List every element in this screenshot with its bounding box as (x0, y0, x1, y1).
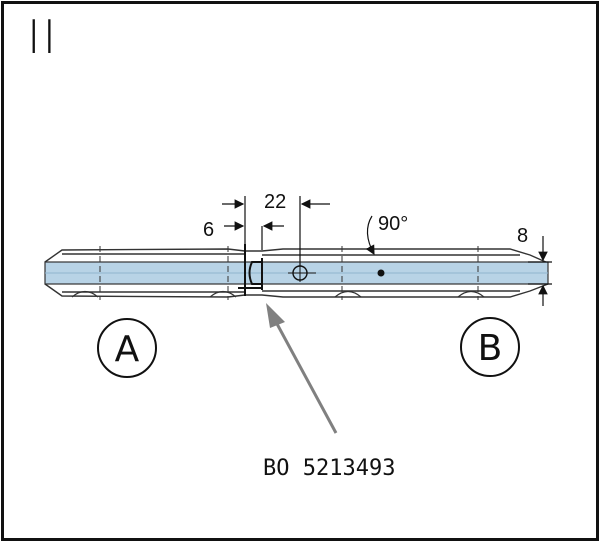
hinge-outline-bottom (44, 283, 549, 298)
dimension-6-label: 6 (203, 219, 214, 241)
dimension-6 (224, 196, 246, 250)
angle-label: 90° (378, 213, 408, 235)
callout-arrow (266, 303, 338, 434)
circle-a-label: A (115, 329, 140, 370)
dashed-markers (99, 246, 479, 300)
circle-b-label: B (478, 328, 503, 369)
angle-arc (365, 215, 375, 256)
circle-b (460, 317, 520, 377)
hinge-arcs (71, 290, 485, 298)
hinge-outline-top (44, 248, 549, 264)
dimension-8-label: 8 (517, 225, 528, 247)
dimension-22 (222, 196, 330, 266)
hinge-joint (238, 244, 263, 296)
dimension-22-label: 22 (264, 191, 286, 213)
circle-a (97, 318, 157, 378)
panel-label: II (27, 10, 59, 64)
dimension-8 (528, 236, 552, 306)
part-number-label: BO 5213493 (263, 456, 395, 481)
center-dot (377, 269, 385, 277)
